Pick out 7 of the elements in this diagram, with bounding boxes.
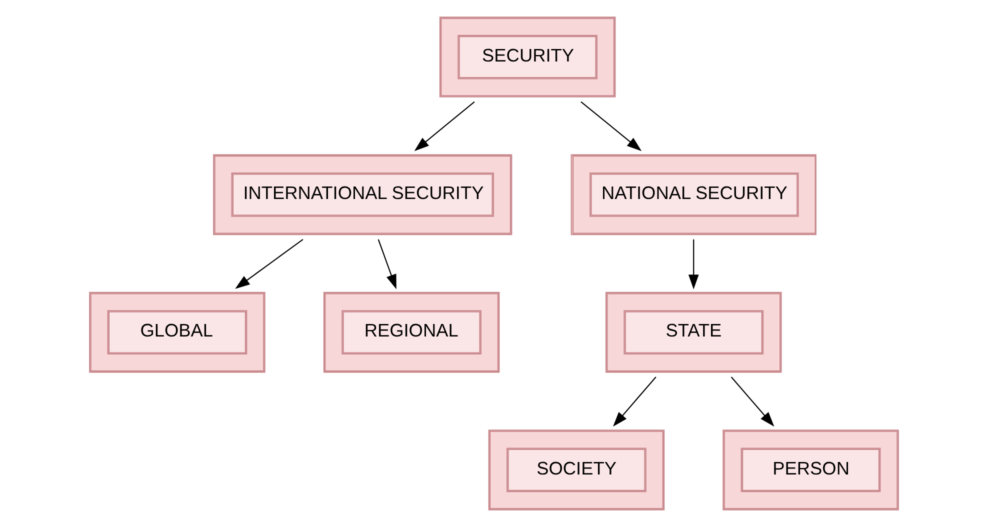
arrow bbox=[730, 376, 774, 427]
arrow bbox=[235, 238, 304, 289]
arrow bbox=[378, 239, 396, 290]
arrow bbox=[414, 101, 475, 152]
arrow bbox=[688, 239, 699, 290]
arrow bbox=[580, 101, 642, 152]
arrow bbox=[612, 376, 656, 427]
